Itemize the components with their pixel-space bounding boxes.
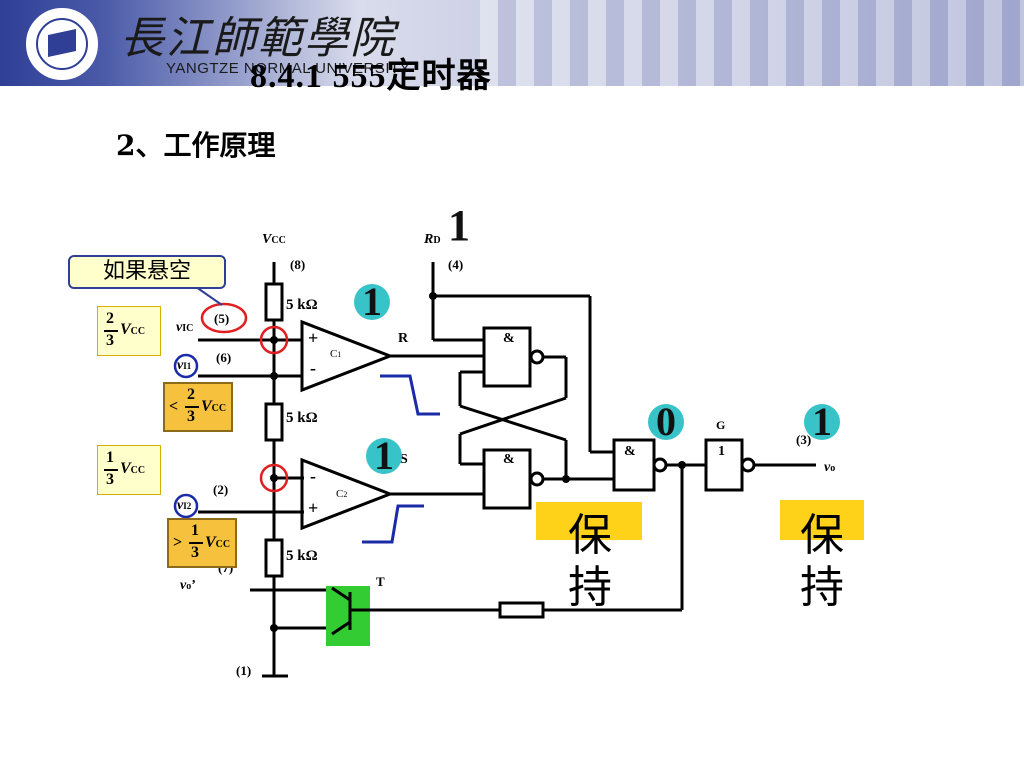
box-lt-two-thirds-vcc: < 2 3 VCC bbox=[163, 382, 233, 432]
vi1-label: vI1 bbox=[177, 358, 192, 373]
c1-label: C1 bbox=[330, 348, 342, 360]
hold-box-right bbox=[780, 500, 864, 540]
comparator-c1 bbox=[300, 319, 395, 393]
waveform-r bbox=[380, 374, 440, 416]
frac-den: 3 bbox=[106, 332, 114, 349]
g-label: G bbox=[716, 418, 726, 432]
vo-prime-label: vo’ bbox=[180, 578, 196, 593]
r-state-digit: 1 bbox=[354, 282, 390, 322]
and-g-symbol: & bbox=[624, 444, 636, 459]
university-name-cn: 長江師範學院 bbox=[120, 13, 396, 64]
nand1-symbol: & bbox=[503, 331, 515, 346]
logo-ring bbox=[36, 18, 88, 70]
c1-plus: + bbox=[308, 328, 318, 348]
frac-bar bbox=[185, 406, 199, 408]
resistor-1-label: 5 kΩ bbox=[286, 297, 318, 313]
s-input-label: S bbox=[400, 452, 408, 467]
frac-den: 3 bbox=[106, 471, 114, 488]
vi2-marker bbox=[173, 493, 199, 519]
frac-bar bbox=[104, 330, 118, 332]
c1-minus: - bbox=[310, 358, 316, 378]
frac-bar bbox=[189, 542, 203, 544]
frac-den: 3 bbox=[191, 544, 199, 561]
frac-bar bbox=[104, 469, 118, 471]
pin2-label: (2) bbox=[213, 482, 229, 497]
comparator-c2 bbox=[300, 457, 395, 531]
vcc-label: VCC bbox=[262, 232, 286, 247]
hold-text-right: 保持 bbox=[800, 510, 844, 613]
node-marker-lower bbox=[259, 463, 289, 493]
frac-label: VCC bbox=[120, 321, 146, 338]
vo-label: vo bbox=[824, 460, 836, 475]
transistor-label: T bbox=[376, 574, 385, 589]
hold-text-left: 保持 bbox=[568, 510, 612, 613]
frac-prefix: < bbox=[169, 398, 179, 415]
waveform-s bbox=[362, 504, 424, 544]
floating-callout: 如果悬空 bbox=[68, 255, 226, 289]
slide-title: 8.4.1 555定时器 bbox=[250, 58, 492, 95]
slide-header: 長江師範學院 YANGTZE NORMAL UNIVERSITY 8.4.1 5… bbox=[0, 0, 1024, 95]
frac-prefix: > bbox=[173, 534, 183, 551]
vi1-marker bbox=[173, 353, 199, 379]
section-title: 2、工作原理 bbox=[116, 129, 276, 162]
vic-label: vIC bbox=[176, 320, 194, 335]
pin8-label: (8) bbox=[290, 257, 306, 272]
r-input-label: R bbox=[398, 331, 409, 346]
s-state-digit: 1 bbox=[366, 436, 402, 476]
frac-num: 2 bbox=[106, 310, 114, 327]
frac-den: 3 bbox=[187, 408, 195, 425]
pin5-marker bbox=[200, 302, 248, 334]
transistor-t bbox=[326, 586, 370, 646]
frac-num: 1 bbox=[191, 522, 199, 539]
node-marker-upper bbox=[259, 325, 289, 355]
frac-num: 1 bbox=[106, 449, 114, 466]
base-resistor bbox=[498, 601, 545, 619]
output-state-digit: 1 bbox=[804, 402, 840, 442]
hold-box-left bbox=[536, 502, 642, 540]
pin4-label: (4) bbox=[448, 257, 464, 272]
c2-label: C2 bbox=[336, 488, 348, 500]
not-gate bbox=[704, 438, 744, 492]
resistor-3 bbox=[264, 538, 284, 578]
university-logo bbox=[26, 8, 98, 80]
pin5-label: (5) bbox=[214, 311, 230, 326]
box-two-thirds-vcc: 2 3 VCC bbox=[97, 306, 161, 356]
not-symbol: 1 bbox=[718, 444, 725, 459]
resistor-2 bbox=[264, 402, 284, 442]
nand2-symbol: & bbox=[503, 452, 515, 467]
pin3-label: (3) bbox=[796, 432, 812, 447]
box-gt-one-third-vcc: > 1 3 VCC bbox=[167, 518, 237, 568]
rd-state-digit: 1 bbox=[448, 201, 470, 250]
header-stripes bbox=[480, 0, 1024, 86]
resistor-2-label: 5 kΩ bbox=[286, 410, 318, 426]
frac-label: VCC bbox=[205, 534, 231, 551]
resistor-3-label: 5 kΩ bbox=[286, 548, 318, 564]
pin6-label: (6) bbox=[216, 350, 232, 365]
frac-label: VCC bbox=[201, 398, 227, 415]
rd-label: RD bbox=[424, 232, 441, 247]
frac-label: VCC bbox=[120, 460, 146, 477]
c2-minus: - bbox=[310, 466, 316, 486]
university-name-en: YANGTZE NORMAL UNIVERSITY bbox=[166, 60, 411, 77]
vi2-label: vI2 bbox=[177, 498, 192, 513]
c2-plus: + bbox=[308, 498, 318, 518]
box-one-third-vcc: 1 3 VCC bbox=[97, 445, 161, 495]
q-state-digit: 0 bbox=[648, 402, 684, 442]
frac-num: 2 bbox=[187, 386, 195, 403]
resistor-1 bbox=[264, 282, 284, 322]
pin1-label: (1) bbox=[236, 663, 252, 678]
